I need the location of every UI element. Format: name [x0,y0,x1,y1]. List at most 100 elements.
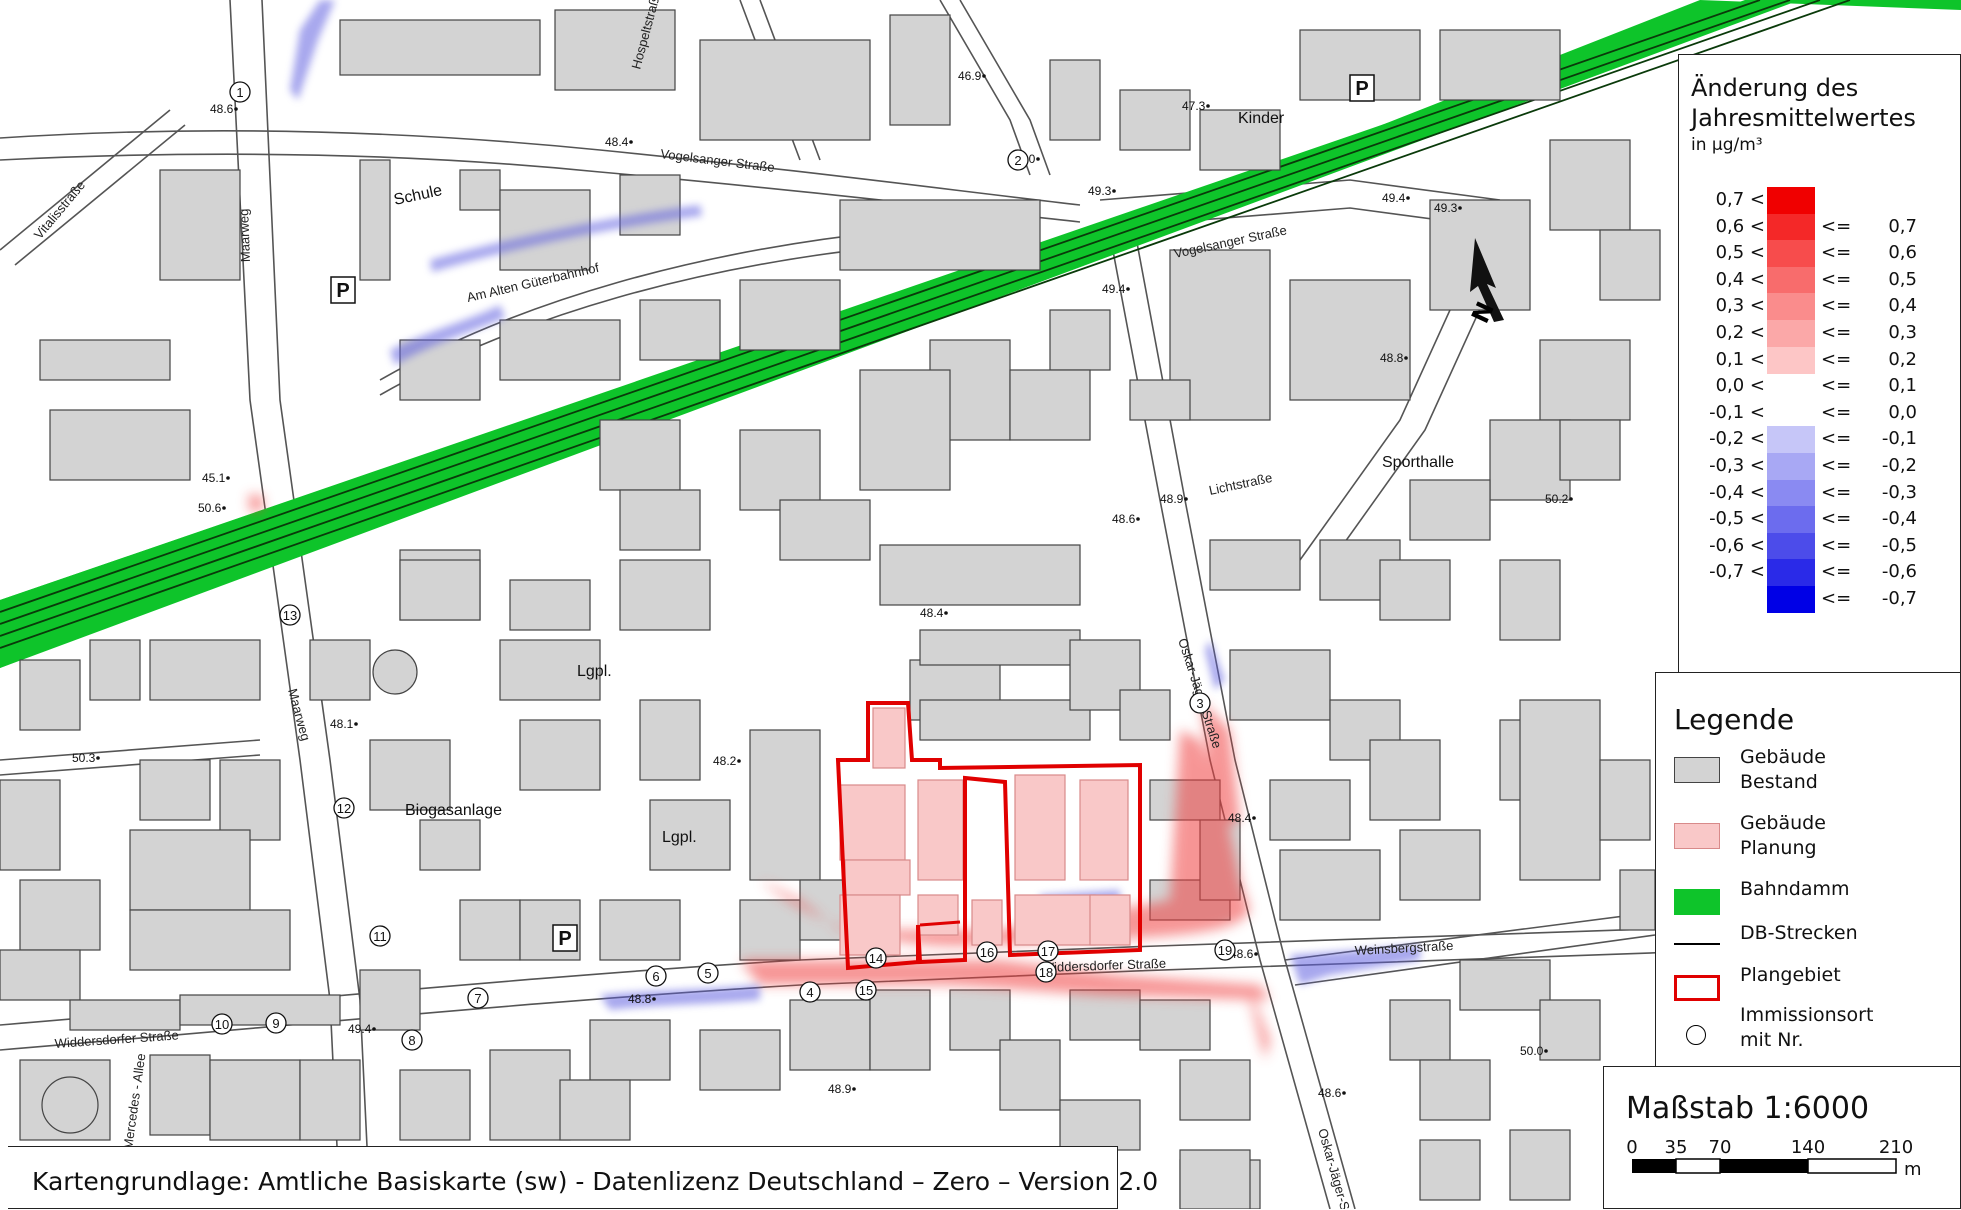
receptor-marker-15[interactable]: 15 [855,979,877,1001]
legend-class-row: 0,5 <<=0,6 [1679,240,1961,268]
scale-tick-label: 70 [1708,1137,1732,1158]
railway-embankment [0,0,1961,668]
legend-class-row: 0,7 < [1679,187,1961,214]
elevation-label: 48.9 [828,1082,852,1096]
receptor-marker-7[interactable]: 7 [467,987,489,1009]
map-credit: Kartengrundlage: Amtliche Basiskarte (sw… [32,1167,1159,1196]
receptor-marker-4[interactable]: 4 [799,981,821,1003]
class-color-swatch [1767,320,1815,347]
receptor-marker-9[interactable]: 9 [265,1012,287,1034]
receptor-marker-6[interactable]: 6 [645,965,667,987]
class-le-symbol: <= [1821,534,1852,556]
class-lower-bound: 0,5 < [1715,242,1765,264]
receptor-number: 14 [869,951,883,966]
place-label-lgpl-2: Lgpl. [662,829,697,846]
map-credit-panel: Kartengrundlage: Amtliche Basiskarte (sw… [8,1146,1158,1209]
receptor-number: 5 [704,966,711,981]
elevation-label: 48.4 [1228,811,1252,825]
class-color-swatch [1767,453,1815,480]
class-lower-bound: -0,6 < [1709,534,1765,556]
class-color-swatch [1767,506,1815,534]
scale-unit: m [1904,1159,1922,1180]
class-lower-bound: 0,3 < [1715,295,1765,317]
street-label-widdersdorfer-2: Widdersdorfer Straße [1042,956,1167,975]
class-le-symbol: <= [1821,481,1852,503]
receptor-marker-8[interactable]: 8 [401,1029,423,1051]
legend-symbol-gebaeude-planung [1674,823,1720,849]
legend-class-row: -0,3 <<=-0,2 [1679,453,1961,480]
legend-label-plangebiet: Plangebiet [1740,964,1841,986]
scale-tick-label: 140 [1790,1137,1826,1158]
class-upper-bound: 0,4 [1888,295,1917,317]
receptor-marker-12[interactable]: 12 [333,797,355,819]
receptor-marker-14[interactable]: 14 [865,947,887,969]
receptor-marker-11[interactable]: 11 [369,925,391,947]
receptor-marker-17[interactable]: 17 [1037,940,1059,962]
class-upper-bound: -0,6 [1881,561,1917,583]
legend-class-row: -0,7 <<=-0,6 [1679,559,1961,587]
receptor-number: 15 [859,983,873,998]
class-le-symbol: <= [1821,215,1852,237]
class-color-swatch [1767,400,1815,427]
legend-symbol-bahndamm [1674,889,1720,915]
class-lower-bound: 0,1 < [1715,348,1765,370]
legend-class-row: 0,0 <<=0,1 [1679,373,1961,400]
class-color-swatch [1767,479,1815,507]
receptor-number: 6 [652,969,659,984]
legend-class-row: -0,5 <<=-0,4 [1679,506,1961,534]
class-upper-bound: -0,5 [1881,534,1917,556]
receptor-number: 3 [1196,696,1203,711]
receptor-marker-3[interactable]: 3 [1189,692,1211,714]
class-upper-bound: -0,2 [1881,455,1917,476]
street-label-weinsbergstrasse: Weinsbergstraße [1354,938,1453,958]
scale-title: Maßstab 1:6000 [1626,1091,1870,1126]
receptor-marker-19[interactable]: 19 [1214,939,1236,961]
svg-text:P: P [1355,78,1368,100]
class-upper-bound: 0,5 [1888,268,1917,290]
parking-icon: P [330,276,356,304]
legend-label-bahndamm: Bahndamm [1740,878,1850,900]
elevation-label: 48.6 [1112,512,1136,526]
class-color-swatch [1767,586,1815,613]
elevation-label: 49.4 [1102,282,1126,296]
receptor-marker-10[interactable]: 10 [211,1013,233,1035]
parking-icon: P [552,924,578,952]
legend-symbol-db-strecken [1674,943,1720,945]
receptor-marker-16[interactable]: 16 [976,941,998,963]
receptor-number: 1 [236,85,243,100]
place-label-biogasanlage: Biogasanlage [405,802,502,819]
legend-class-row: 0,2 <<=0,3 [1679,320,1961,347]
legend-label-immissionsort: Immissionsort mit Nr. [1740,1004,1874,1051]
receptor-marker-13[interactable]: 13 [279,604,301,626]
legend-class-row: -0,1 <<=0,0 [1679,400,1961,427]
class-upper-bound: 0,1 [1888,375,1917,397]
elevation-label: 47.3 [1182,99,1206,113]
class-upper-bound: 0,0 [1888,401,1917,423]
legend-symbol-plangebiet [1674,975,1720,1001]
receptor-marker-18[interactable]: 18 [1035,961,1057,983]
class-upper-bound: 0,6 [1888,242,1917,264]
legend-title: Änderung des Jahresmittelwertes [1691,73,1916,133]
place-label-lgpl-1: Lgpl. [577,663,612,680]
class-lower-bound: -0,2 < [1709,428,1765,450]
receptor-number: 4 [806,985,813,1000]
receptor-number: 17 [1041,944,1055,959]
class-lower-bound: -0,3 < [1709,455,1765,476]
elevation-label: 48.8 [628,992,652,1006]
plan-area-inner-boundary [919,776,1006,927]
class-color-swatch [1767,293,1815,321]
legend-title-line1: Änderung des [1691,74,1859,102]
class-upper-bound: -0,1 [1881,428,1917,450]
class-le-symbol: <= [1821,268,1852,290]
receptor-marker-5[interactable]: 5 [697,962,719,984]
receptor-marker-2[interactable]: 2 [1007,149,1029,171]
receptor-marker-1[interactable]: 1 [229,81,251,103]
receptor-number: 9 [272,1016,279,1031]
class-le-symbol: <= [1821,375,1852,397]
class-lower-bound: 0,2 < [1715,322,1765,343]
scale-tick-label: 210 [1878,1137,1914,1158]
parking-symbols: P P P [330,74,1375,952]
elevation-label: 45.1 [202,471,226,485]
